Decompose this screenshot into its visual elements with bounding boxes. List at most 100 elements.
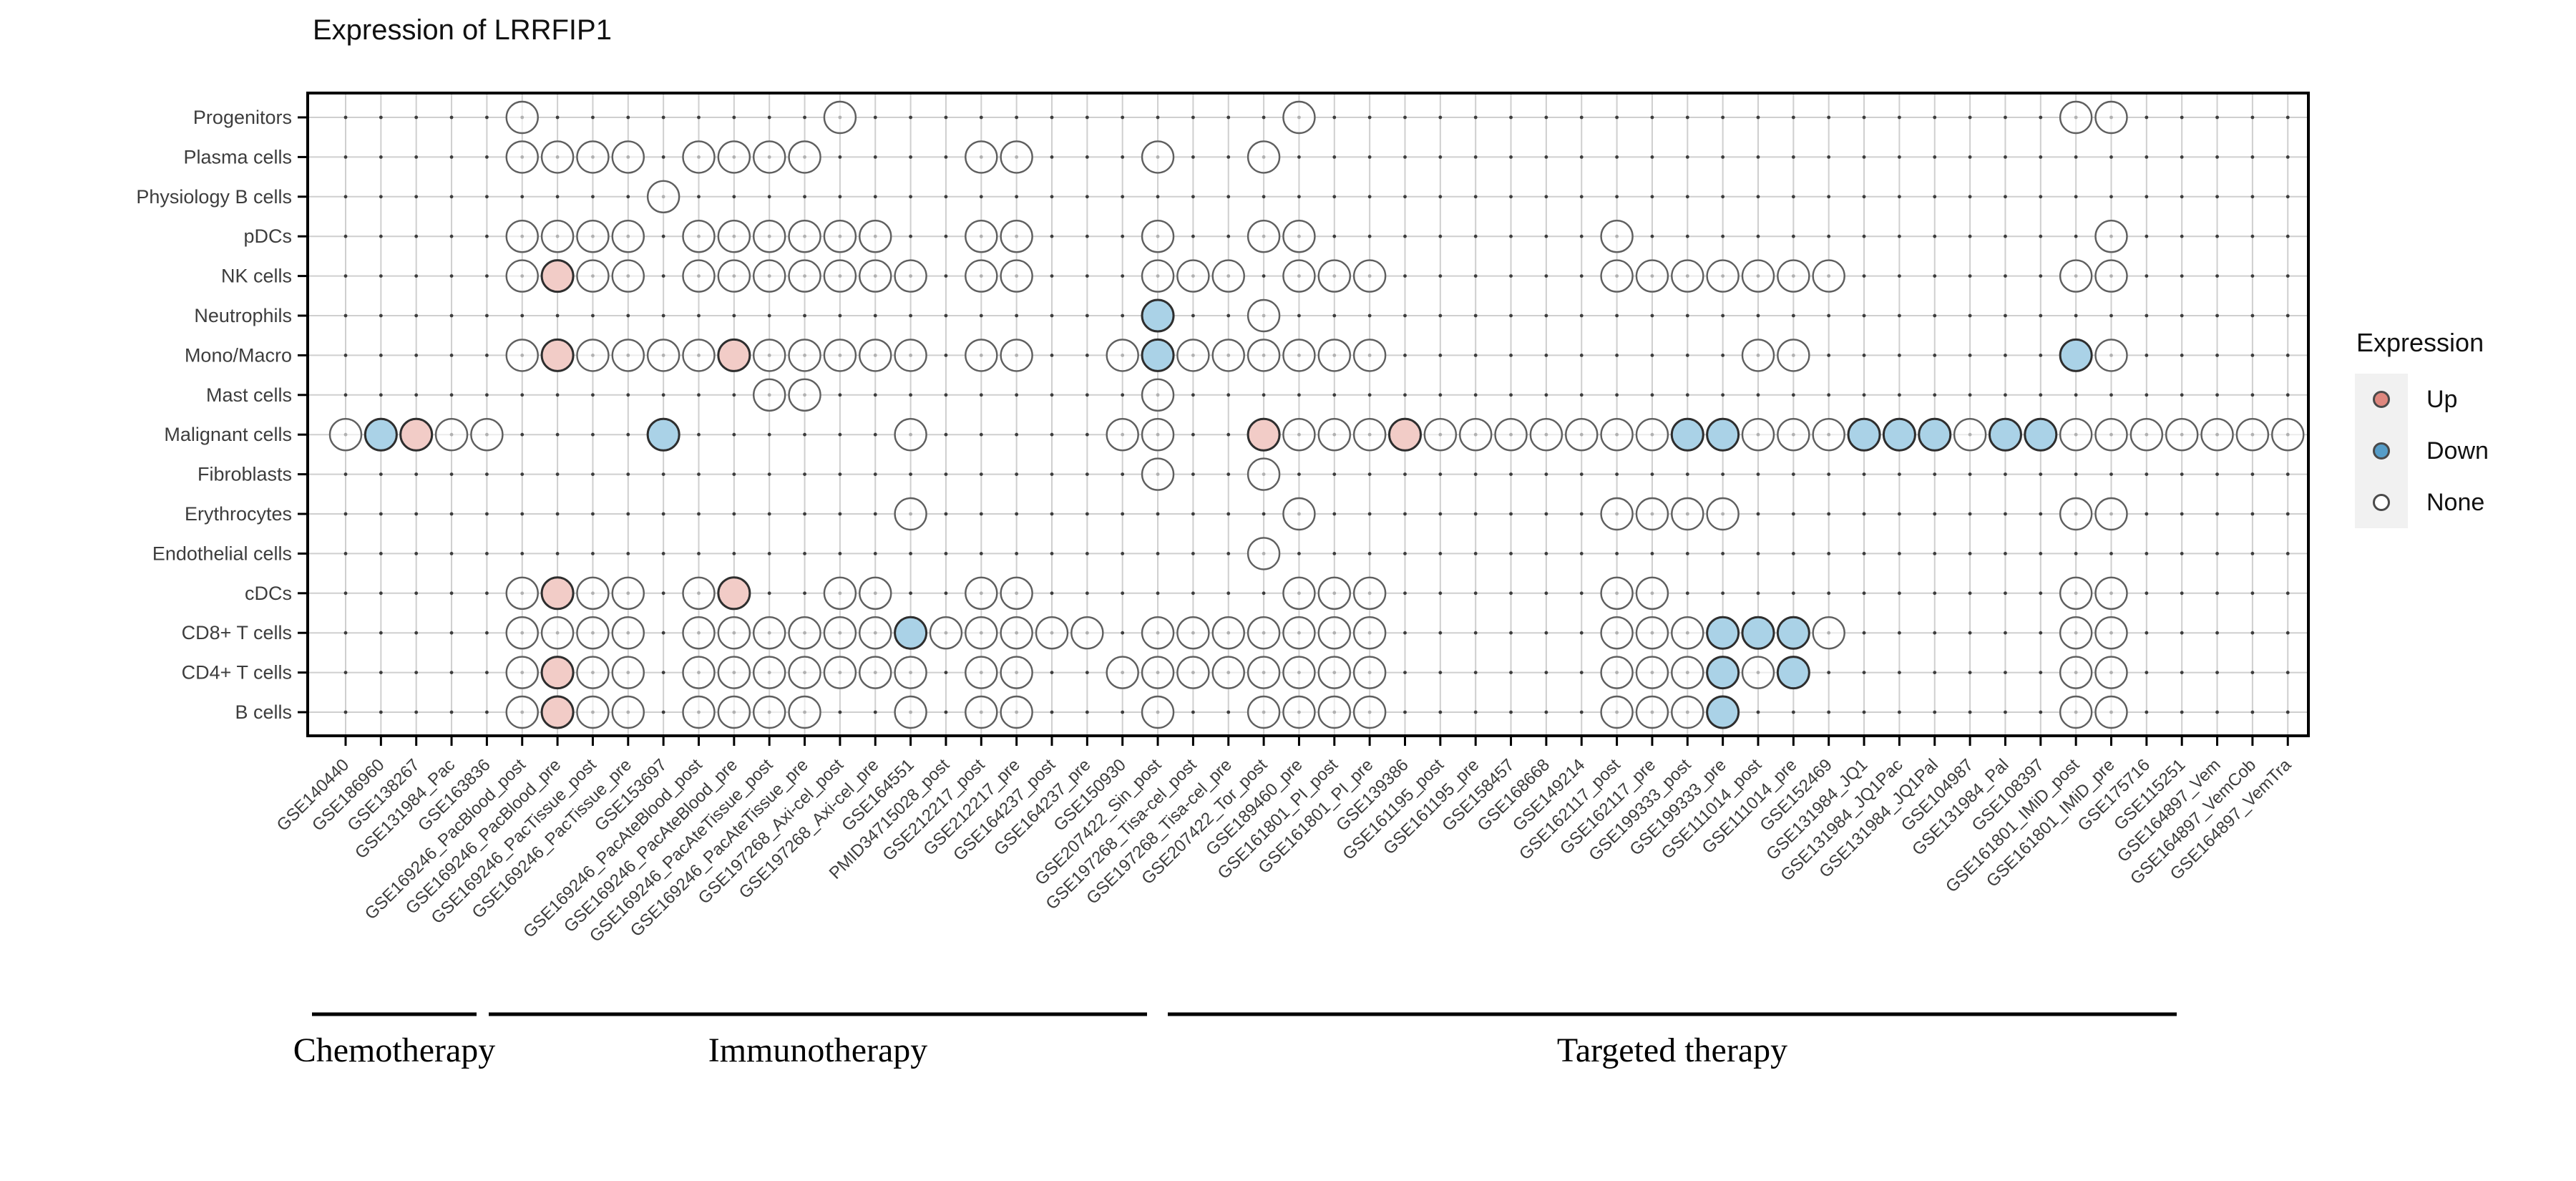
expression-dot — [540, 576, 575, 611]
grid-dot — [1226, 591, 1231, 596]
expression-dot — [859, 576, 892, 610]
grid-dot — [944, 432, 948, 437]
y-axis-label: Erythrocytes — [185, 503, 292, 525]
grid-dot — [2180, 512, 2184, 516]
grid-dot — [1968, 631, 1972, 635]
grid-dot — [1473, 512, 1478, 516]
grid-dot — [2250, 195, 2255, 199]
grid-dot — [2004, 472, 2007, 476]
grid-dot — [1685, 155, 1689, 159]
grid-dot — [1085, 591, 1089, 596]
grid-dot — [2004, 274, 2007, 278]
grid-dot — [1933, 671, 1937, 674]
expression-dot — [646, 339, 680, 372]
expression-dot — [2094, 695, 2128, 729]
grid-dot — [1791, 155, 1795, 159]
grid-dot — [1050, 115, 1054, 120]
expression-dot — [1141, 220, 1175, 253]
grid-dot — [1827, 354, 1831, 357]
grid-dot — [591, 432, 595, 437]
grid-dot — [2215, 710, 2219, 714]
expression-dot — [752, 339, 786, 372]
expression-dot — [1777, 259, 1810, 293]
grid-dot — [944, 314, 948, 318]
expression-dot — [611, 695, 645, 729]
grid-dot — [379, 591, 383, 596]
grid-dot — [2109, 552, 2113, 555]
grid-dot — [1438, 195, 1443, 199]
expression-dot — [1352, 576, 1387, 610]
grid-dot — [1156, 591, 1160, 596]
grid-dot — [2074, 472, 2078, 476]
grid-dot — [1050, 274, 1054, 278]
grid-dot — [697, 314, 701, 318]
grid-dot — [1403, 195, 1407, 199]
grid-dot — [1685, 234, 1689, 238]
grid-dot — [1262, 512, 1266, 516]
expression-dot — [682, 259, 716, 293]
grid-dot — [2285, 710, 2290, 714]
grid-dot — [1403, 314, 1407, 318]
expression-dot — [752, 220, 786, 253]
grid-dot — [414, 631, 419, 635]
grid-dot — [1898, 512, 1901, 516]
legend-item-up: Up — [2355, 374, 2489, 425]
grid-dot — [1473, 631, 1478, 635]
grid-dot — [1579, 314, 1584, 318]
grid-dot — [449, 710, 454, 714]
grid-dot — [803, 115, 806, 120]
grid-dot — [2004, 710, 2007, 714]
expression-dot — [2271, 418, 2305, 452]
expression-dot — [965, 259, 998, 293]
grid-dot — [1898, 155, 1901, 159]
grid-dot — [1756, 552, 1760, 555]
grid-dot — [2109, 155, 2113, 159]
expression-dot — [894, 259, 927, 293]
grid-dot — [1121, 115, 1125, 120]
grid-dot — [909, 195, 912, 199]
grid-dot — [1438, 710, 1443, 714]
expression-dot — [2094, 259, 2128, 293]
grid-dot — [2250, 512, 2255, 516]
grid-dot — [485, 354, 489, 357]
grid-dot — [944, 234, 948, 238]
grid-dot — [1685, 472, 1689, 476]
grid-dot — [591, 393, 595, 397]
grid-dot — [1191, 552, 1195, 555]
grid-dot — [1968, 274, 1972, 278]
grid-dot — [343, 512, 348, 516]
grid-dot — [1544, 155, 1548, 159]
grid-dot — [732, 314, 736, 318]
grid-dot — [944, 710, 948, 714]
expression-dot — [682, 695, 716, 729]
grid-dot — [1050, 472, 1054, 476]
grid-dot — [1756, 155, 1760, 159]
grid-dot — [909, 155, 912, 159]
grid-dot — [661, 512, 665, 516]
expression-dot — [1282, 418, 1316, 452]
expression-dot — [894, 616, 928, 650]
grid-dot — [1015, 314, 1019, 318]
grid-dot — [1191, 512, 1195, 516]
grid-dot — [1933, 631, 1937, 635]
grid-dot — [2285, 631, 2290, 635]
grid-dot — [732, 393, 736, 397]
grid-dot — [485, 115, 489, 120]
up-dot-icon — [2373, 391, 2390, 408]
expression-dot — [1000, 576, 1033, 610]
expression-dot — [1352, 418, 1387, 452]
grid-dot — [1791, 314, 1795, 318]
expression-dot — [1000, 140, 1033, 174]
grid-dot — [2285, 472, 2290, 476]
grid-dot — [1473, 195, 1478, 199]
grid-dot — [1156, 195, 1160, 199]
expression-dot — [540, 695, 575, 729]
expression-dot — [965, 695, 998, 729]
grid-dot — [414, 512, 419, 516]
expression-dot — [717, 259, 751, 293]
grid-dot — [1085, 234, 1089, 238]
grid-dot — [803, 195, 806, 199]
y-axis-label: pDCs — [243, 225, 292, 247]
grid-dot — [1933, 195, 1937, 199]
grid-dot — [2215, 671, 2219, 674]
